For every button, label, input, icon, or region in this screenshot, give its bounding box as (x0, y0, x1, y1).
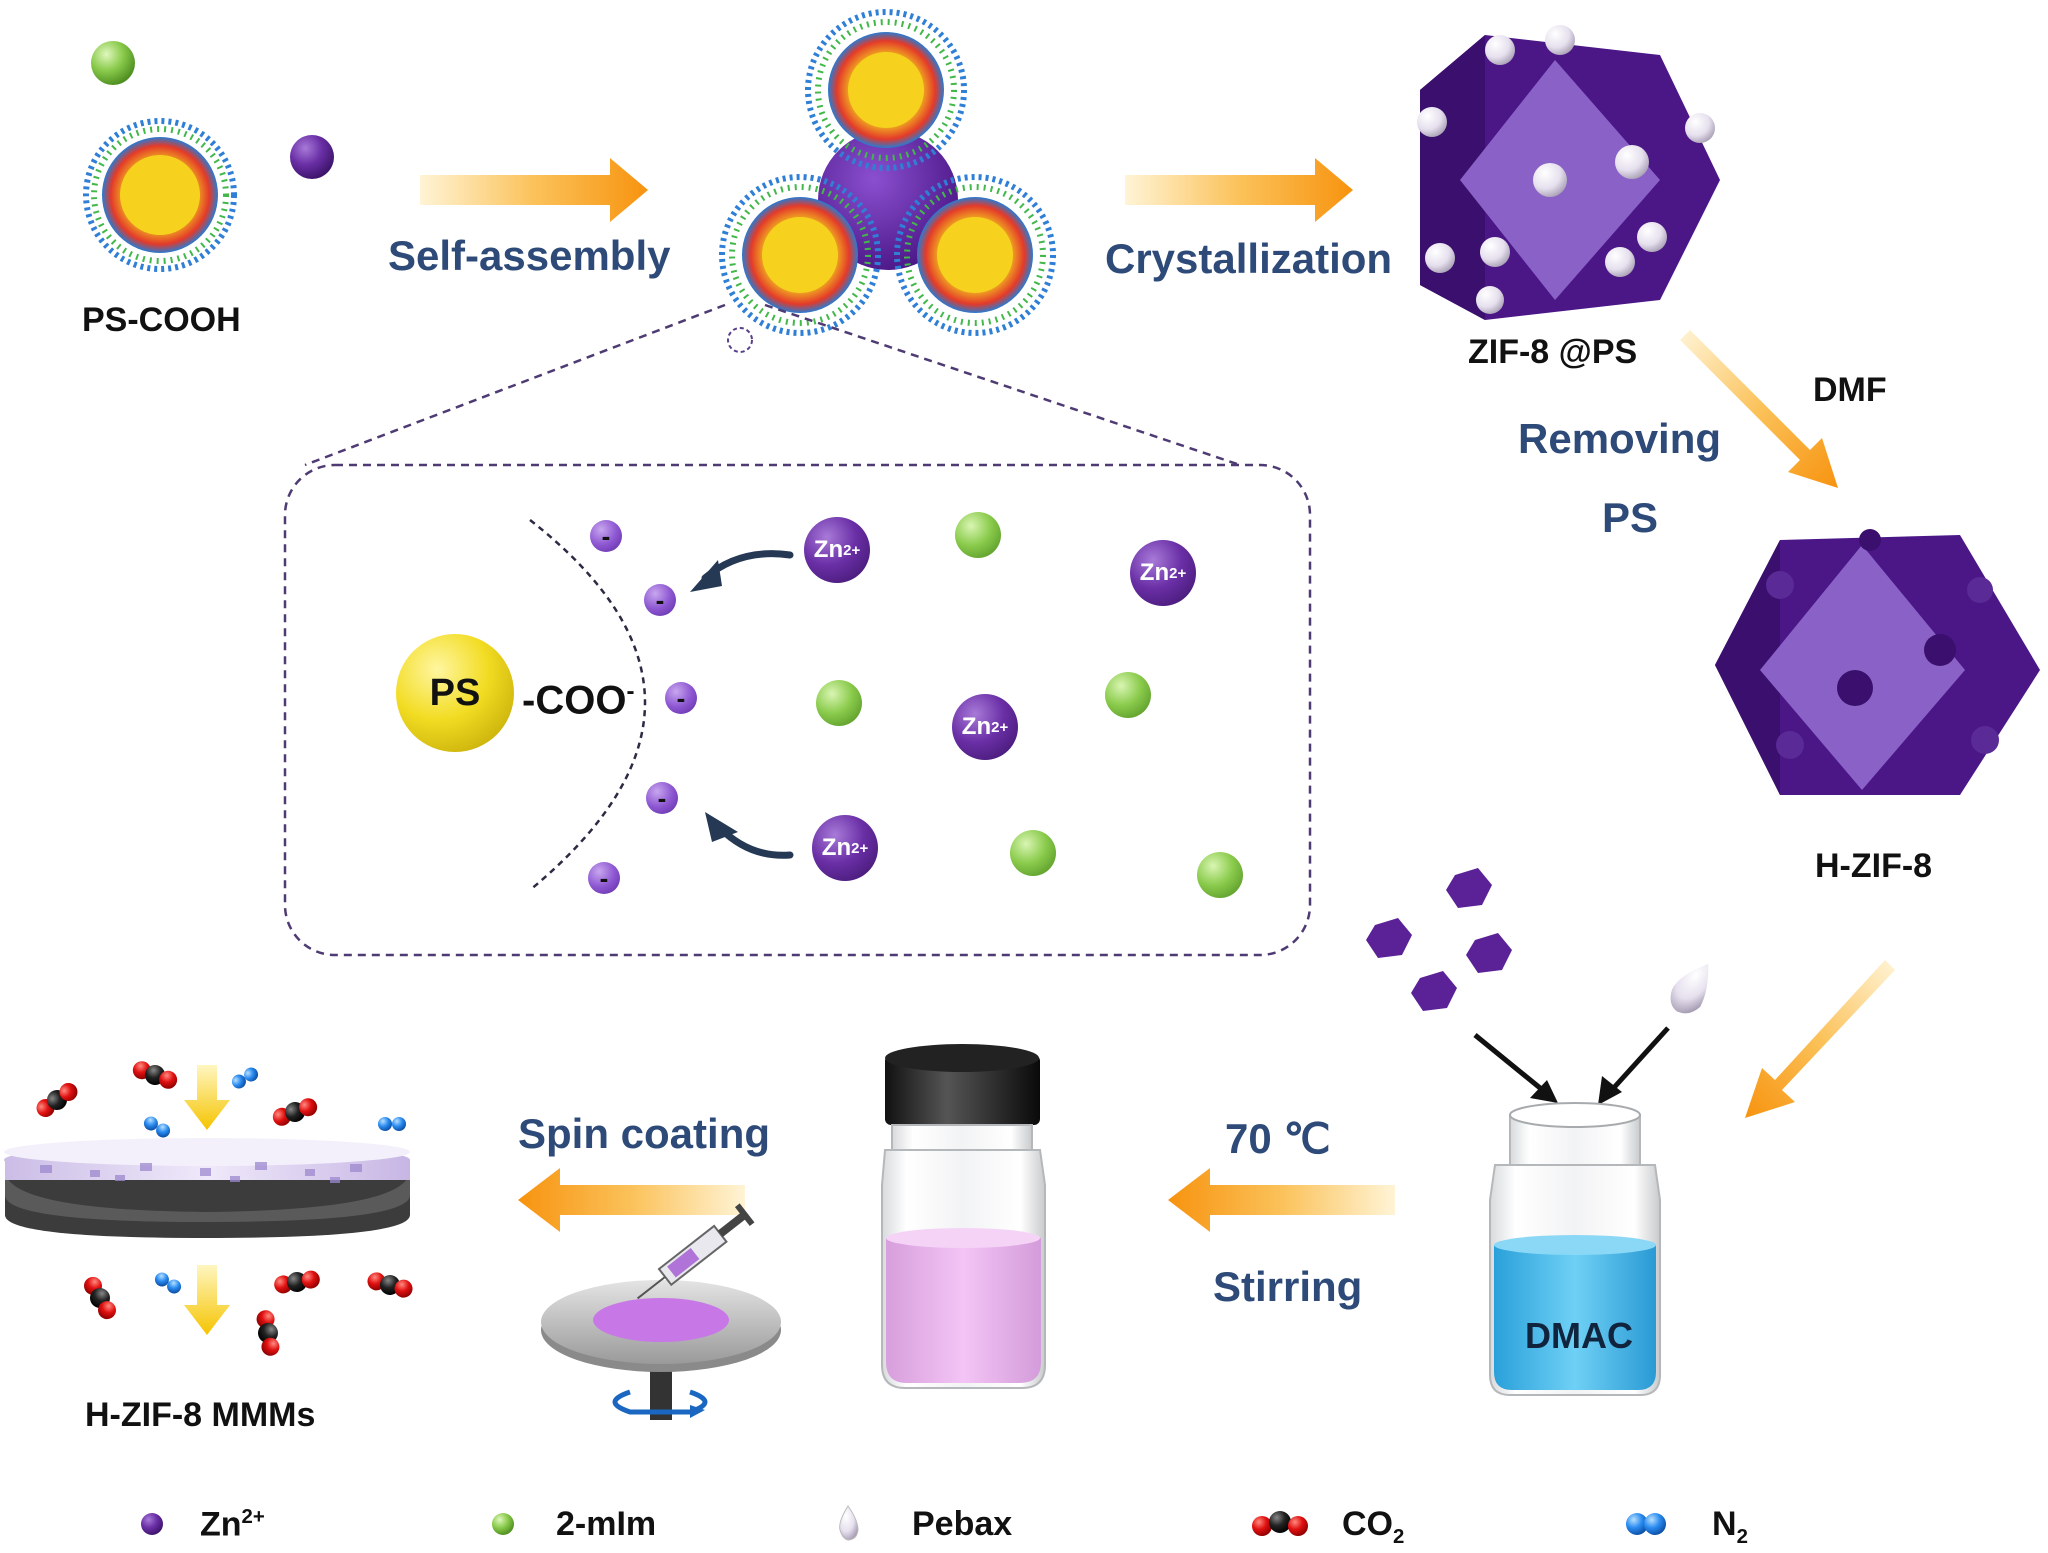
inset-zn-text: Zn (821, 834, 852, 861)
legend-zn-charge: 2+ (241, 1506, 265, 1528)
h-zif8-mmms-label: H-ZIF-8 MMMs (85, 1396, 316, 1434)
inset-coo-text: -COO (522, 678, 627, 723)
inset-2-mim-4 (1010, 830, 1056, 876)
pebax-into-vial-arrowhead (1598, 1076, 1622, 1105)
inset-2-mim-2 (816, 680, 862, 726)
zoom-line-left (304, 303, 726, 467)
stirring-label: Stirring (1213, 1263, 1363, 1310)
inset-carboxylate-label: -COO- (522, 678, 635, 723)
inset-zn-text: Zn (961, 713, 992, 740)
ps-removed-label: PS (1602, 494, 1659, 541)
inset-2-mim-5 (1197, 852, 1243, 898)
pebax-droplet (1670, 963, 1709, 1014)
legend-zn-text: Zn (200, 1505, 242, 1544)
inset-zn-charge: 2+ (991, 718, 1009, 736)
inset-attraction-arrowhead-top (690, 560, 722, 592)
ps-cooh-label: PS-COOH (82, 301, 241, 339)
zif8-ps-label: ZIF-8 @PS (1468, 333, 1638, 371)
temperature-label: 70 ℃ (1225, 1115, 1331, 1162)
spin-coating-arrow (518, 1168, 745, 1232)
h-zif8-membrane (4, 1138, 410, 1238)
self-assembled-cluster (719, 9, 1056, 353)
legend-co2-label: CO2 (1342, 1507, 1404, 1547)
inset-anion-sign: - (676, 683, 686, 713)
legend-n2-text: N (1712, 1505, 1737, 1543)
legend-zn-label: Zn2+ (200, 1505, 265, 1544)
spin-coating-label: Spin coating (518, 1110, 770, 1157)
legend-2-mim-label: 2-mIm (556, 1505, 657, 1543)
pebax-solution-vial (881, 1044, 1046, 1389)
particles-into-vial-arrowhead (1530, 1080, 1558, 1103)
inset-ps-sphere: PS (396, 634, 514, 752)
crystallization-arrow (1125, 158, 1353, 222)
inset-anion-1: - (590, 520, 622, 552)
dmac-vial (1489, 1102, 1661, 1396)
inset-anion-sign: - (601, 521, 611, 551)
permeation-arrow-top (184, 1065, 230, 1130)
removing-ps-arrow (1680, 330, 1838, 488)
self-assembly-arrow (420, 158, 648, 222)
stirring-arrow (1168, 1168, 1395, 1232)
spin-coater (541, 1203, 781, 1420)
legend-co2-subscript: 2 (1393, 1525, 1405, 1548)
crystallization-label: Crystallization (1105, 235, 1393, 282)
inset-surface-arc (529, 519, 647, 891)
ps-cooh-micelle (83, 118, 237, 272)
dmac-label: DMAC (1525, 1315, 1633, 1356)
inset-anion-2: - (644, 584, 676, 616)
legend-pebax-label: Pebax (912, 1505, 1013, 1543)
inset-zn-charge: 2+ (851, 839, 869, 857)
free-2-mim-ball (91, 41, 135, 85)
legend-n2-label: N2 (1712, 1507, 1748, 1547)
inset-anion-sign: - (657, 783, 667, 813)
gas-molecules (36, 1061, 413, 1356)
inset-2-mim-3 (1105, 672, 1151, 718)
inset-ps-label: PS (429, 671, 481, 714)
inset-zoom-box (283, 463, 1312, 957)
zoom-line-right (764, 303, 1241, 467)
self-assembly-label: Self-assembly (388, 232, 671, 279)
inset-anion-3: - (665, 682, 697, 714)
inset-zn-text: Zn (1139, 559, 1170, 586)
inset-zn-text: Zn (813, 536, 844, 563)
inset-zn-charge: 2+ (1169, 564, 1187, 582)
inset-2-mim-1 (955, 512, 1001, 558)
particles-into-vial-arrow (1473, 1033, 1547, 1094)
legend-co2-text: CO (1342, 1505, 1393, 1543)
free-zn-ball (290, 135, 334, 179)
legend-n2-subscript: 2 (1736, 1525, 1748, 1548)
zif8-particles (1366, 868, 1512, 1011)
inset-attraction-arrowhead-bottom (705, 812, 738, 842)
zif8-ps-crystal (1417, 25, 1720, 320)
inset-coo-charge: - (626, 678, 635, 705)
h-zif8-crystal (1715, 529, 2040, 795)
inset-zn-charge: 2+ (843, 541, 861, 559)
inset-anion-4: - (646, 782, 678, 814)
h-zif8-label: H-ZIF-8 (1815, 847, 1933, 885)
removing-label: Removing (1518, 415, 1722, 462)
legend-symbols (141, 1505, 1666, 1541)
permeation-arrow-bottom (184, 1265, 230, 1335)
dmf-label: DMF (1813, 371, 1887, 409)
inset-anion-sign: - (655, 585, 665, 615)
pebax-into-vial-arrow (1608, 1026, 1670, 1094)
mixing-arrow (1745, 960, 1895, 1118)
inset-anion-sign: - (599, 863, 609, 893)
inset-anion-5: - (588, 862, 620, 894)
